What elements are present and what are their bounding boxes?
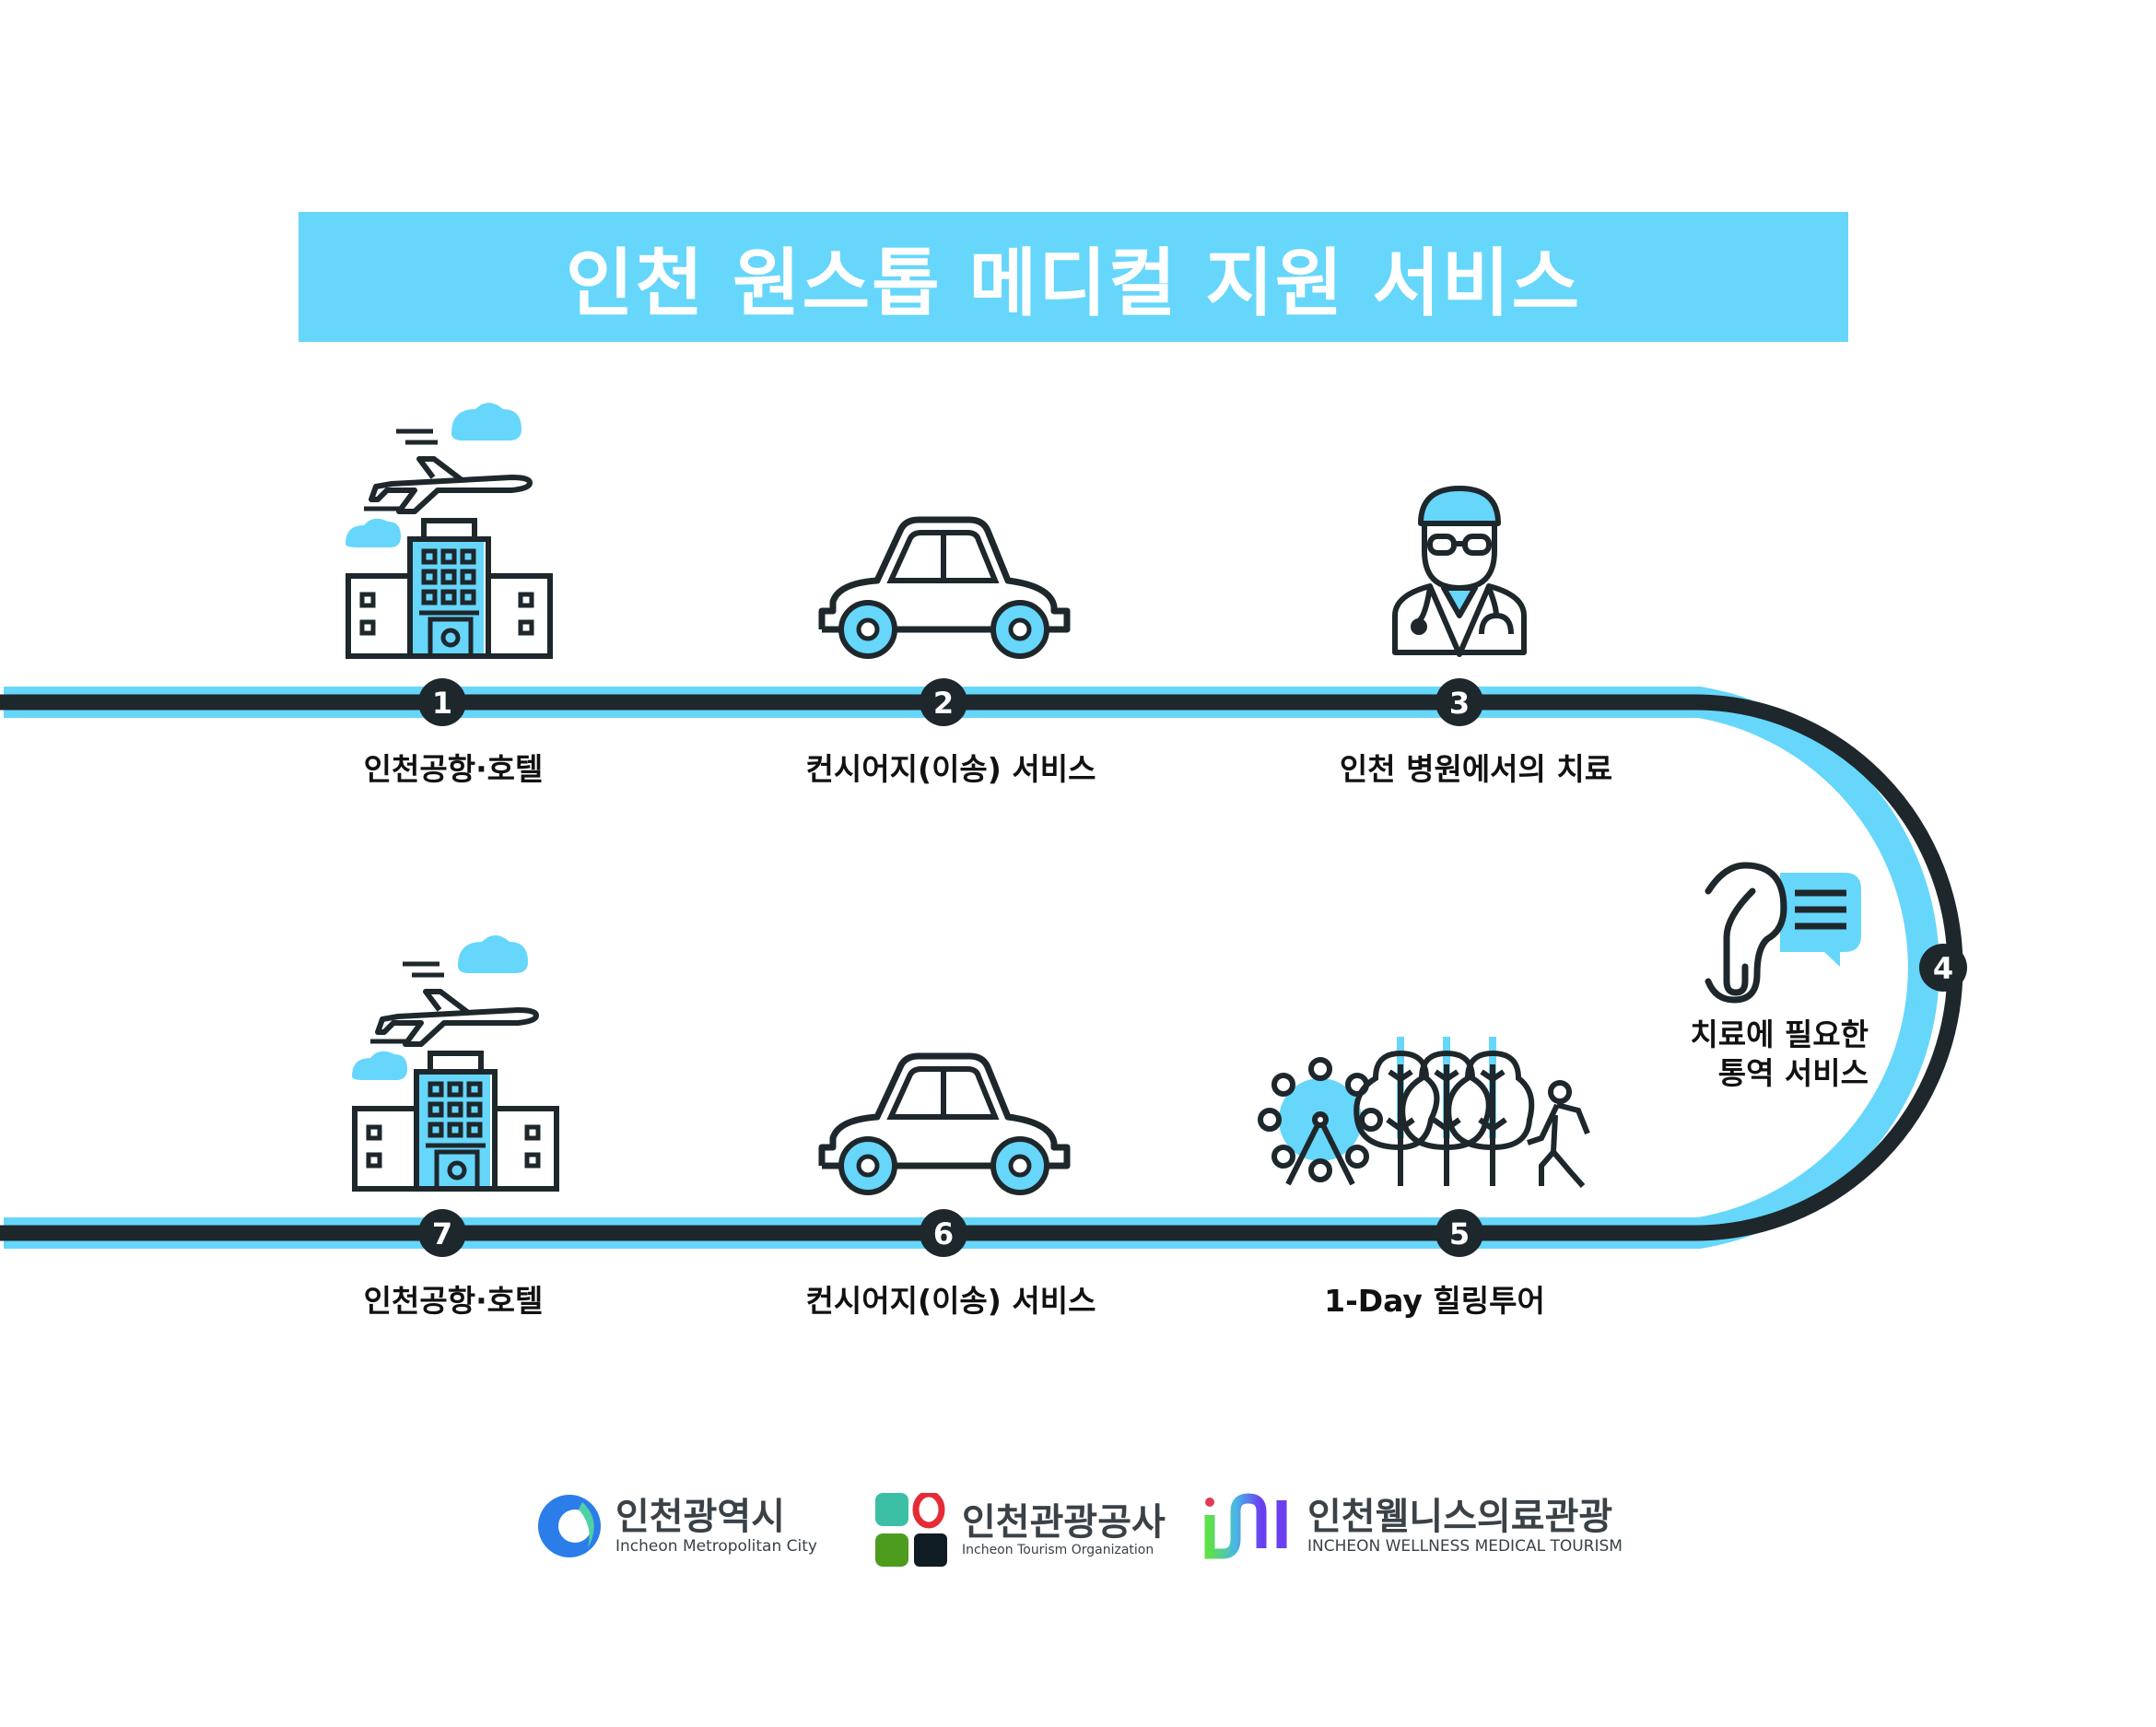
svg-text:3: 3 bbox=[1449, 686, 1470, 721]
car-icon bbox=[822, 520, 1067, 656]
airport-hotel-icon bbox=[352, 935, 557, 1189]
step-node-6: 6 bbox=[920, 1209, 967, 1257]
svg-text:4: 4 bbox=[1933, 951, 1953, 986]
ear-speech-icon bbox=[1705, 862, 1861, 1004]
step-label-4-line1: 치료에 필요한 bbox=[1690, 1016, 1869, 1052]
car-icon bbox=[822, 1056, 1067, 1192]
airport-hotel-icon bbox=[346, 403, 550, 656]
step-node-2: 2 bbox=[920, 678, 967, 726]
ferris-wheel-trees-walker-icon bbox=[1258, 1037, 1590, 1188]
logo-text-kr: 인천관광공사 bbox=[962, 1501, 1166, 1544]
logo-text-en: Incheon Metropolitan City bbox=[615, 1537, 817, 1556]
step-label-1: 인천공항·호텔 bbox=[363, 751, 544, 787]
step-node-1: 1 bbox=[418, 678, 466, 726]
step-label-6: 컨시어지(이송) 서비스 bbox=[805, 1283, 1096, 1319]
step-node-3: 3 bbox=[1435, 678, 1483, 726]
logo-text-kr: 인천웰니스의료관광 bbox=[1307, 1496, 1613, 1538]
step-node-7: 7 bbox=[418, 1209, 466, 1257]
step-node-5: 5 bbox=[1435, 1209, 1483, 1257]
title-banner: 인천 원스톱 메디컬 지원 서비스 bbox=[299, 212, 1848, 342]
step-label-3: 인천 병원에서의 치료 bbox=[1339, 751, 1613, 787]
svg-text:5: 5 bbox=[1449, 1216, 1470, 1251]
incheon-wellness-emblem-icon bbox=[1204, 1493, 1287, 1559]
svg-text:1: 1 bbox=[432, 686, 452, 721]
step-node-4: 4 bbox=[1919, 944, 1967, 992]
svg-text:7: 7 bbox=[432, 1216, 452, 1251]
incheon-city-emblem-icon bbox=[538, 1495, 601, 1557]
step-label-4-line2: 통역 서비스 bbox=[1717, 1055, 1869, 1091]
logo-text-kr: 인천광역시 bbox=[615, 1496, 785, 1538]
step-label-4: 치료에 필요한 통역 서비스 bbox=[1690, 1016, 1869, 1093]
svg-text:2: 2 bbox=[933, 686, 954, 721]
page-title: 인천 원스톱 메디컬 지원 서비스 bbox=[565, 240, 1582, 326]
logo-text-en: Incheon Tourism Organization bbox=[962, 1543, 1154, 1557]
step-label-2: 컨시어지(이송) 서비스 bbox=[805, 751, 1096, 787]
doctor-icon bbox=[1392, 486, 1527, 657]
step-label-7: 인천공항·호텔 bbox=[363, 1283, 544, 1319]
step-label-5: 1-Day 힐링투어 bbox=[1324, 1283, 1545, 1319]
svg-text:6: 6 bbox=[933, 1216, 954, 1251]
logo-text-en: INCHEON WELLNESS MEDICAL TOURISM bbox=[1307, 1537, 1623, 1556]
incheon-tourism-emblem-icon bbox=[875, 1493, 947, 1567]
